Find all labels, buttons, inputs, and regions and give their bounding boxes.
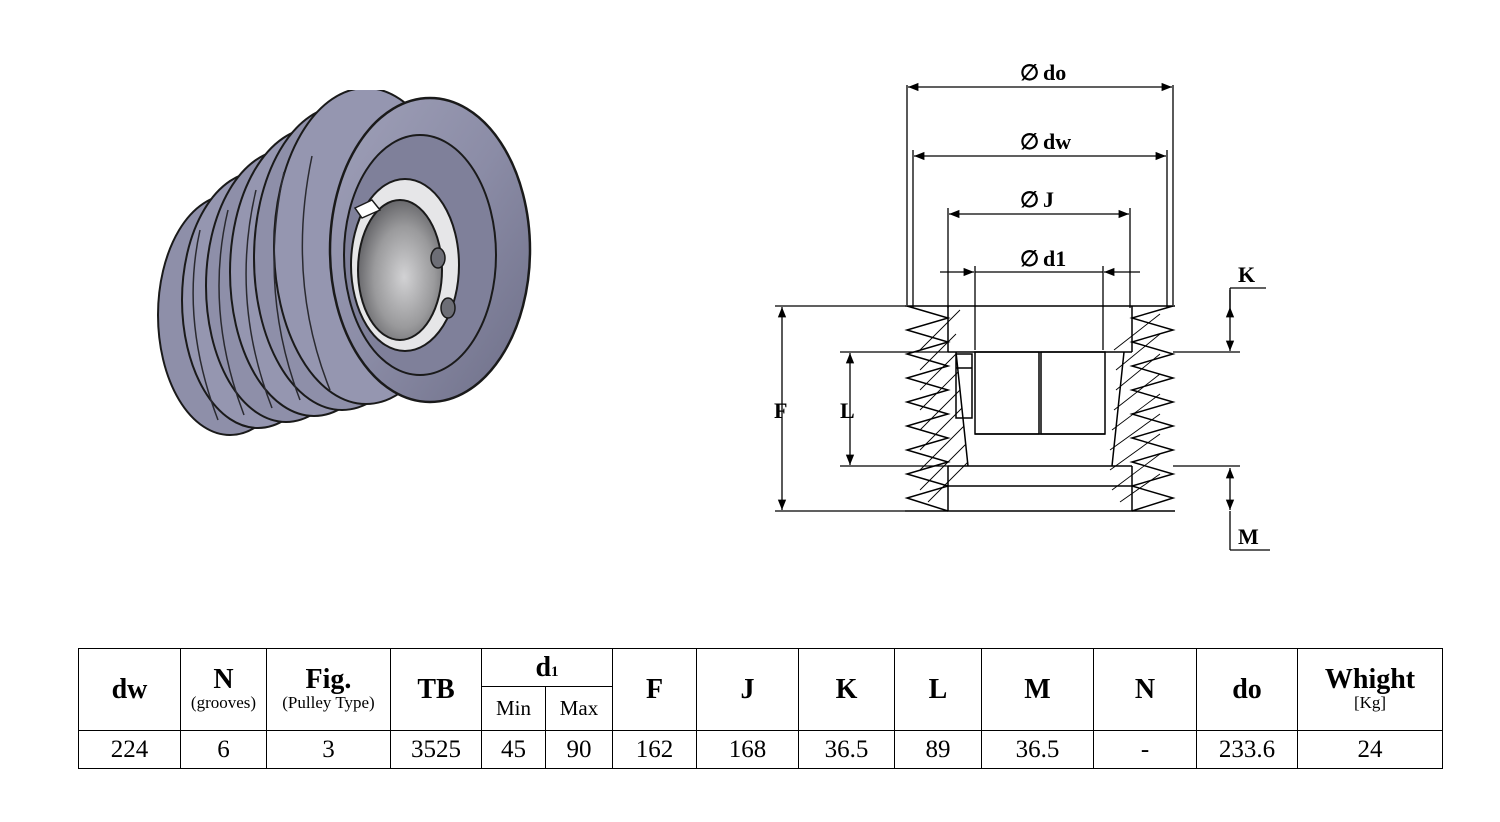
pulley-section bbox=[904, 305, 1176, 512]
taper-bush-section bbox=[955, 351, 1125, 467]
cell-L: 89 bbox=[894, 730, 982, 769]
cell-J: 168 bbox=[696, 730, 799, 769]
cell-F: 162 bbox=[612, 730, 697, 769]
right-hatch bbox=[1109, 313, 1161, 503]
pulley-section-drawing: ∅ do ∅ dw ∅ J ∅ d1 bbox=[774, 60, 1270, 551]
label-dw: dw bbox=[1043, 129, 1071, 154]
header-M: M bbox=[981, 648, 1094, 731]
cell-M: 36.5 bbox=[981, 730, 1094, 769]
label-F: F bbox=[774, 398, 787, 423]
svg-text:∅: ∅ bbox=[1020, 187, 1039, 212]
cell-tb: 3525 bbox=[390, 730, 482, 769]
specification-table: dw N (grooves) Fig. (Pulley Type) TB d1 … bbox=[78, 648, 1443, 769]
label-J: J bbox=[1043, 187, 1054, 212]
header-do: do bbox=[1196, 648, 1298, 731]
table-header-row: dw N (grooves) Fig. (Pulley Type) TB d1 … bbox=[78, 648, 1443, 731]
header-K: K bbox=[798, 648, 895, 731]
cell-n-grooves: 6 bbox=[180, 730, 267, 769]
label-do: do bbox=[1043, 60, 1066, 85]
groove-shadow-lines bbox=[192, 155, 331, 421]
header-N: N bbox=[1093, 648, 1197, 731]
bush-screw-section bbox=[955, 353, 973, 419]
table-row: 224 6 3 3525 45 90 162 168 36.5 89 36.5 … bbox=[78, 730, 1443, 769]
label-M: M bbox=[1238, 524, 1259, 549]
label-d1: d1 bbox=[1043, 246, 1066, 271]
left-groove-profile bbox=[904, 305, 951, 512]
header-d1: d1 bbox=[481, 648, 613, 687]
dimension-L: L bbox=[840, 351, 948, 467]
cell-fig: 3 bbox=[266, 730, 391, 769]
cell-dw: 224 bbox=[78, 730, 181, 769]
header-n-grooves: N (grooves) bbox=[180, 648, 267, 731]
svg-text:∅: ∅ bbox=[1020, 246, 1039, 271]
dimension-F: F bbox=[774, 305, 905, 512]
dimension-K: K bbox=[1173, 262, 1266, 353]
header-dw: dw bbox=[78, 648, 181, 731]
svg-text:∅: ∅ bbox=[1020, 129, 1039, 154]
dimension-do: ∅ do bbox=[906, 60, 1174, 305]
left-hatch bbox=[919, 309, 969, 503]
dimension-J: ∅ J bbox=[947, 187, 1131, 308]
bush-slot bbox=[353, 199, 382, 219]
bore bbox=[357, 199, 443, 341]
header-fig: Fig. (Pulley Type) bbox=[266, 648, 391, 731]
dimension-d1: ∅ d1 bbox=[940, 246, 1140, 350]
cell-d1-min: 45 bbox=[481, 730, 546, 769]
label-K: K bbox=[1238, 262, 1255, 287]
right-groove-profile bbox=[1129, 305, 1176, 512]
header-L: L bbox=[894, 648, 982, 731]
dimension-dw: ∅ dw bbox=[912, 129, 1168, 308]
cell-weight: 24 bbox=[1297, 730, 1443, 769]
header-F: F bbox=[612, 648, 697, 731]
dimension-M: M bbox=[1173, 465, 1270, 551]
header-J: J bbox=[696, 648, 799, 731]
cell-N: - bbox=[1093, 730, 1197, 769]
header-d1-min: Min bbox=[481, 686, 546, 731]
cell-d1-max: 90 bbox=[545, 730, 613, 769]
bush-screw-2 bbox=[440, 297, 456, 319]
bush-screw-1 bbox=[430, 247, 446, 269]
header-d1-max: Max bbox=[545, 686, 613, 731]
cell-K: 36.5 bbox=[798, 730, 895, 769]
svg-text:∅: ∅ bbox=[1020, 60, 1039, 85]
cell-do: 233.6 bbox=[1196, 730, 1298, 769]
header-tb: TB bbox=[390, 648, 482, 731]
label-L: L bbox=[840, 398, 855, 423]
pulley-3d-render bbox=[157, 90, 532, 436]
header-weight: Whight [Kg] bbox=[1297, 648, 1443, 731]
